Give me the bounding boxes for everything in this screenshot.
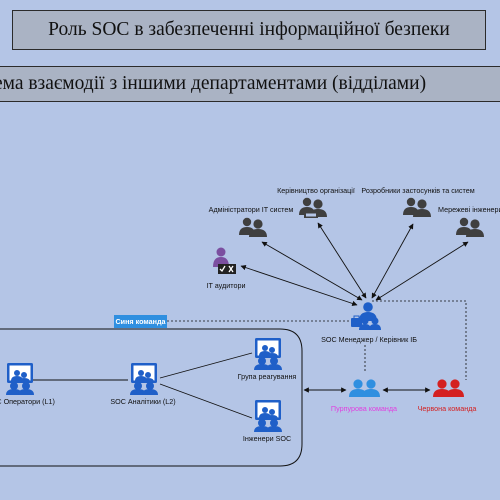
response-group-icon	[254, 338, 282, 370]
purple-team-label: Пурпурова команда	[330, 404, 398, 413]
manager-purple-dashed-link	[372, 300, 467, 380]
arrow-to-it-auditors	[240, 264, 358, 307]
blue-team-label: Синя команда	[114, 315, 167, 328]
arrow-to-developers	[371, 223, 414, 299]
soc-analysts-label: SOC Аналітики (L2)	[110, 397, 176, 406]
it-admins-icon	[239, 217, 267, 237]
arrow-to-it-admins	[261, 241, 363, 301]
red-team-label: Червона команда	[417, 404, 477, 413]
analysts-engineers-link	[159, 383, 253, 419]
title-box: Роль SOC в забезпеченні інформаційної бе…	[12, 10, 486, 50]
page-subtitle: та схема взаємодії з іншими департамента…	[0, 73, 427, 94]
network-engineers-icon	[456, 217, 484, 237]
arrow-to-org-management	[317, 222, 367, 299]
it-auditors-label: IT аудитори	[206, 281, 246, 290]
soc-operators-icon	[6, 363, 34, 395]
arrow-to-network-engineers	[375, 241, 469, 301]
developers-label: Розробники застосунків та систем	[361, 186, 475, 195]
soc-operators-label: SOC Оператори (L1)	[0, 397, 55, 406]
subtitle-box: та схема взаємодії з іншими департамента…	[0, 66, 500, 102]
red-team-icon	[433, 379, 464, 397]
soc-analysts-icon	[130, 363, 158, 395]
soc-team-container	[0, 328, 303, 467]
analysts-response-link	[159, 352, 253, 379]
org-management-label: Керівництво організації	[277, 186, 355, 195]
soc-manager-icon	[351, 302, 381, 330]
soc-manager-label: SOC Менеджер / Керівник ІБ	[321, 335, 417, 344]
soc-engineers-icon	[254, 400, 282, 432]
developers-icon	[403, 197, 431, 217]
page-title: Роль SOC в забезпеченні інформаційної бе…	[48, 19, 450, 40]
response-group-label: Група реагування	[237, 372, 297, 381]
soc-engineers-label: Інженери SOC	[242, 434, 292, 443]
it-admins-label: Адміністратори IT систем	[208, 205, 294, 214]
network-engineers-label: Мережеві інженери	[438, 205, 500, 214]
it-auditors-icon	[213, 247, 236, 274]
org-management-icon	[299, 197, 327, 218]
purple-team-icon	[349, 379, 380, 397]
